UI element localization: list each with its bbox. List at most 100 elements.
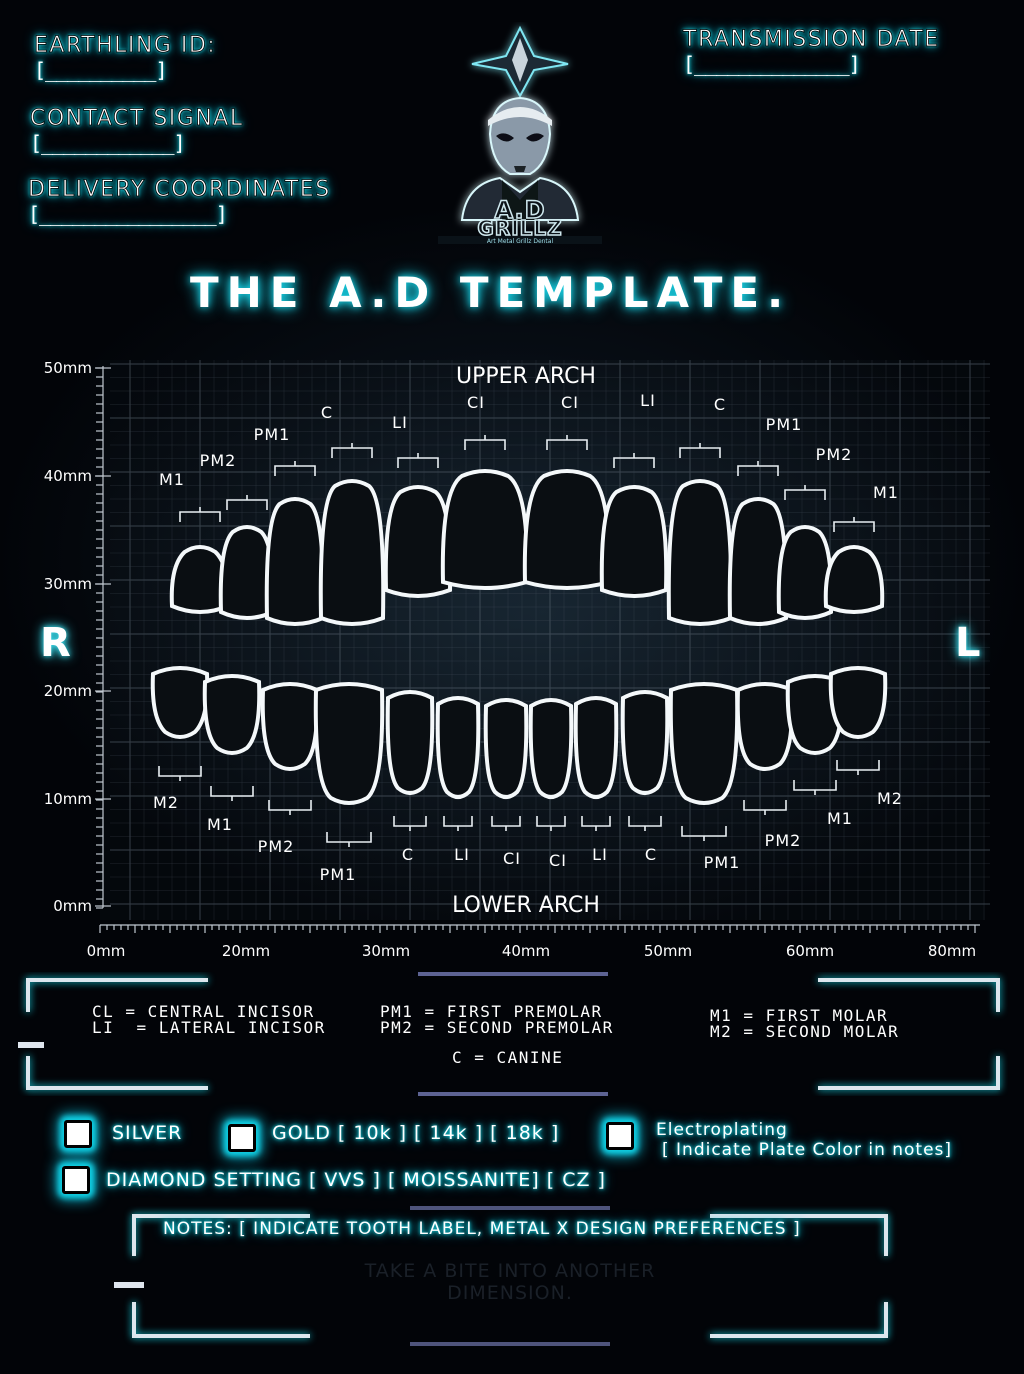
gold-option-label: GOLD [ 10k ] [ 14k ] [ 18k ] (272, 1122, 560, 1144)
lower-tooth-label: PM1 (704, 853, 741, 872)
upper-tooth-label: PM1 (766, 415, 803, 434)
contact-signal-field[interactable]: [____________] (30, 131, 186, 155)
lower-tooth (483, 698, 529, 799)
upper-bracket (679, 443, 721, 458)
lower-bracket (326, 832, 372, 847)
lower-tooth (620, 690, 670, 795)
upper-tooth (522, 469, 612, 590)
lower-bracket (628, 816, 662, 831)
side-left-label: L (955, 620, 981, 666)
transmission-date-field[interactable]: [______________] (683, 52, 861, 76)
upper-tooth-label: LI (640, 391, 656, 410)
lower-tooth-label: CI (503, 849, 521, 868)
upper-bracket (784, 485, 826, 500)
upper-tooth-label: LI (392, 413, 408, 432)
delivery-coordinates-label: DELIVERY COORDINATES (28, 177, 331, 202)
legend-incisors: CL = CENTRAL INCISOR LI = LATERAL INCISO… (92, 1002, 326, 1037)
x-tick-label: 20mm (222, 942, 270, 960)
lower-arch-label: LOWER ARCH (452, 893, 600, 918)
lower-bracket (268, 800, 312, 815)
x-tick-label: 50mm (644, 942, 692, 960)
silver-checkbox[interactable] (64, 1120, 92, 1148)
upper-tooth-label: M1 (159, 470, 185, 489)
brand-logo-tagline: Art Metal Grillz Dental (487, 238, 554, 245)
upper-bracket (464, 435, 506, 450)
upper-bracket (179, 507, 221, 522)
lower-bracket (581, 816, 611, 831)
legend-canine: C = CANINE (452, 1048, 564, 1067)
electroplating-note: [ Indicate Plate Color in notes] (662, 1140, 953, 1160)
lower-bracket (158, 766, 202, 781)
upper-tooth (599, 485, 669, 598)
lower-bracket (491, 816, 521, 831)
lower-tooth-label: M1 (207, 815, 233, 834)
upper-tooth-label: C (321, 403, 333, 422)
upper-bracket (833, 517, 875, 532)
upper-tooth (440, 469, 530, 590)
x-tick-label: 30mm (362, 942, 410, 960)
upper-bracket (397, 453, 439, 468)
upper-bracket (226, 495, 268, 510)
lower-tooth (150, 666, 210, 739)
notes-label: NOTES: [ INDICATE TOOTH LABEL, METAL X D… (163, 1219, 801, 1239)
upper-tooth (823, 545, 885, 614)
lower-tooth (435, 696, 481, 799)
lower-tooth (528, 698, 574, 799)
lower-tooth (385, 690, 435, 795)
lower-tooth (785, 674, 845, 755)
earthling-id-label: EARTHLING ID: (34, 33, 217, 58)
lower-bracket (443, 816, 473, 831)
upper-bracket (737, 461, 779, 476)
upper-arch-label: UPPER ARCH (456, 364, 596, 389)
y-tick-label: 50mm (44, 359, 92, 377)
diamond-setting-checkbox[interactable] (62, 1166, 90, 1194)
x-tick-label: 80mm (928, 942, 976, 960)
lower-tooth (202, 674, 262, 755)
diamond-setting-option-label: DIAMOND SETTING [ VVS ] [ MOISSANITE] [ … (106, 1169, 606, 1191)
x-tick-label: 40mm (502, 942, 550, 960)
electroplating-checkbox[interactable] (606, 1122, 634, 1150)
earthling-id-field[interactable]: [__________] (34, 58, 167, 82)
lower-tooth-label: PM2 (258, 837, 295, 856)
upper-tooth (169, 545, 231, 614)
upper-bracket (613, 453, 655, 468)
upper-tooth (383, 485, 453, 598)
upper-bracket (331, 443, 373, 458)
upper-tooth-label: PM1 (254, 425, 291, 444)
lower-tooth-label: M2 (153, 793, 179, 812)
lower-tooth (260, 682, 320, 771)
upper-bracket (546, 435, 588, 450)
lower-bracket (393, 816, 427, 831)
gold-checkbox[interactable] (228, 1124, 256, 1152)
upper-tooth (727, 497, 789, 626)
legend-premolars: PM1 = FIRST PREMOLAR PM2 = SECOND PREMOL… (380, 1002, 614, 1037)
lower-bracket (836, 760, 880, 775)
notes-textarea[interactable] (150, 1262, 870, 1322)
upper-tooth-label: C (714, 395, 726, 414)
lower-bracket (681, 826, 727, 841)
upper-tooth-label: CI (561, 393, 579, 412)
lower-tooth (828, 666, 888, 739)
lower-bracket (793, 780, 837, 795)
delivery-coordinates-field[interactable]: [________________] (28, 202, 228, 226)
upper-tooth (264, 497, 326, 626)
lower-bracket (536, 816, 566, 831)
x-tick-label: 60mm (786, 942, 834, 960)
lower-tooth-label: M1 (827, 809, 853, 828)
contact-signal-label: CONTACT SIGNAL (30, 106, 244, 131)
page-title: THE A.D TEMPLATE. (190, 268, 792, 317)
lower-tooth (735, 682, 795, 771)
electroplating-option-label: Electroplating (656, 1120, 788, 1140)
lower-tooth-label: PM1 (320, 865, 357, 884)
brand-logo: A.D GRILLZ Art Metal Grillz Dental (420, 22, 620, 252)
upper-tooth-label: PM2 (200, 451, 237, 470)
legend-molars: M1 = FIRST MOLAR M2 = SECOND MOLAR (710, 1006, 900, 1041)
upper-tooth (218, 525, 276, 620)
side-right-label: R (40, 620, 71, 666)
upper-tooth-label: M1 (873, 483, 899, 502)
x-tick-label: 0mm (87, 942, 126, 960)
upper-tooth-label: PM2 (816, 445, 853, 464)
lower-tooth-label: LI (454, 845, 470, 864)
lower-tooth-label: LI (592, 845, 608, 864)
